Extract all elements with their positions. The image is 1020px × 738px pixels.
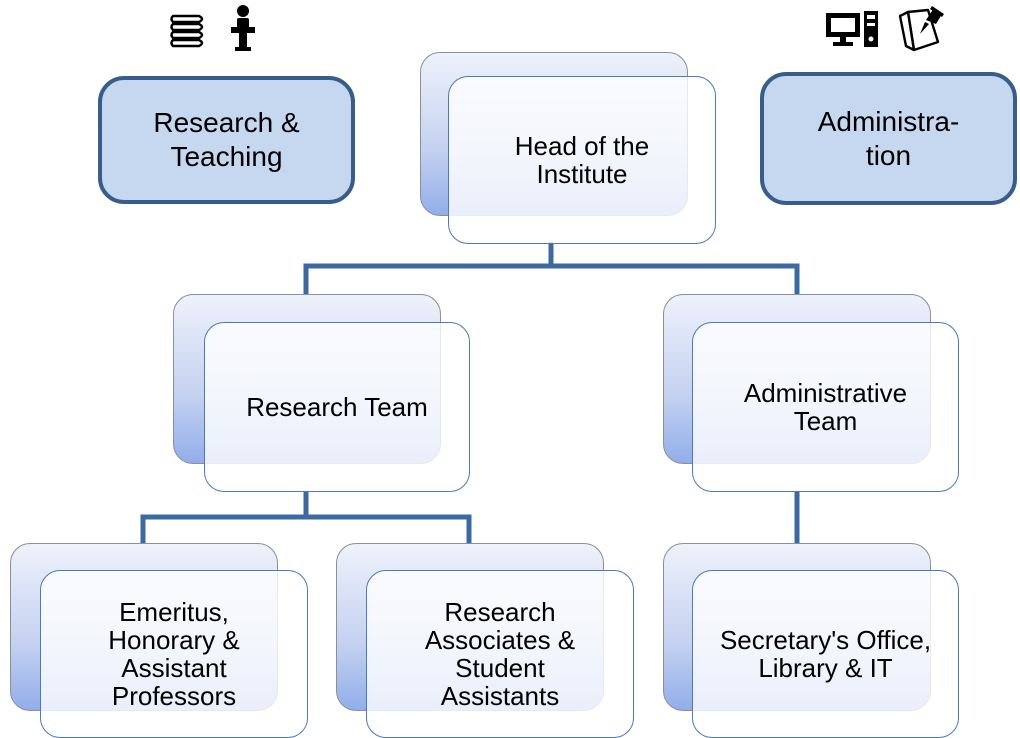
desktop-computer-icon [826, 11, 878, 47]
node-label: Research Associates & Student Assistants [366, 570, 634, 738]
node-label: Head of the Institute [448, 76, 716, 244]
node-label: Secretary's Office, Library & IT [692, 570, 959, 738]
connector-research-to-members [140, 492, 472, 545]
node-label: Emeritus, Honorary & Assistant Professor… [40, 570, 308, 738]
node-label: Research Team [204, 322, 470, 492]
pinned-note-icon [898, 6, 944, 52]
research-teaching-box: Research & Teaching [98, 76, 355, 204]
books-icon [170, 14, 204, 48]
node-label: Administrative Team [692, 322, 959, 492]
administration-box: Administra- tion [760, 72, 1017, 205]
lectern-speaker-icon [231, 5, 255, 51]
connector-head-to-teams [303, 242, 800, 296]
